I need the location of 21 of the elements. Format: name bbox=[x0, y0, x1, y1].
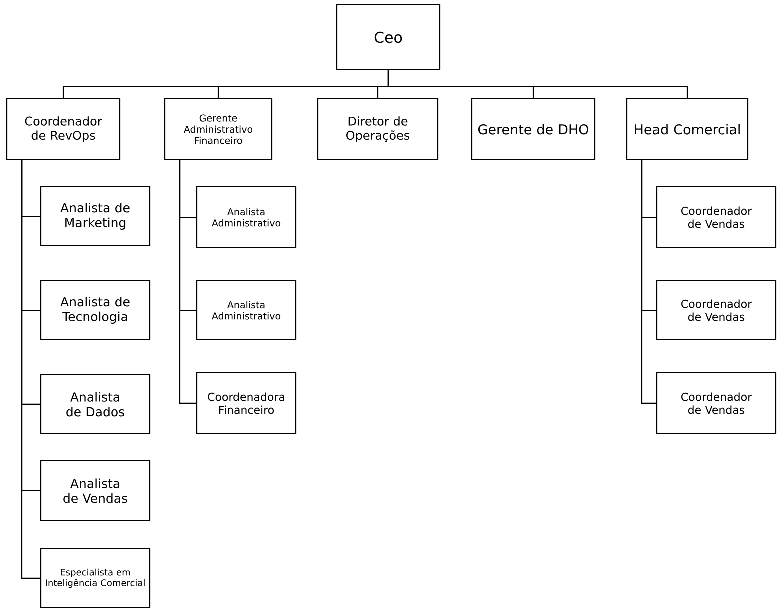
role-box: Gerente de DHO bbox=[471, 98, 596, 161]
role-box: Coordenador de Vendas bbox=[656, 186, 777, 249]
executive-box: Ceo bbox=[336, 4, 441, 71]
connector-line bbox=[21, 160, 40, 580]
role-box: Coordenador de Vendas bbox=[656, 280, 777, 341]
role-box: Coordenador de RevOps bbox=[6, 98, 121, 161]
role-box: Analista Administrativo bbox=[196, 280, 297, 341]
role-box: Gerente Administrativo Financeiro bbox=[164, 98, 273, 161]
role-box: Coordenador de Vendas bbox=[656, 372, 777, 435]
role-box: Analista Administrativo bbox=[196, 186, 297, 249]
role-box: Analista de Dados bbox=[40, 374, 151, 435]
role-box: Head Comercial bbox=[626, 98, 749, 161]
role-box: Analista de Vendas bbox=[40, 460, 151, 522]
role-box: Coordenadora Financeiro bbox=[196, 372, 297, 435]
role-box: Analista de Marketing bbox=[40, 186, 151, 247]
role-box: Diretor de Operações bbox=[317, 98, 439, 161]
role-box: Analista de Tecnologia bbox=[40, 280, 151, 341]
connector-line bbox=[641, 160, 656, 404]
role-box: Especialista em Inteligência Comercial bbox=[40, 548, 151, 609]
connector-line bbox=[179, 160, 196, 404]
connector-line bbox=[388, 70, 688, 98]
